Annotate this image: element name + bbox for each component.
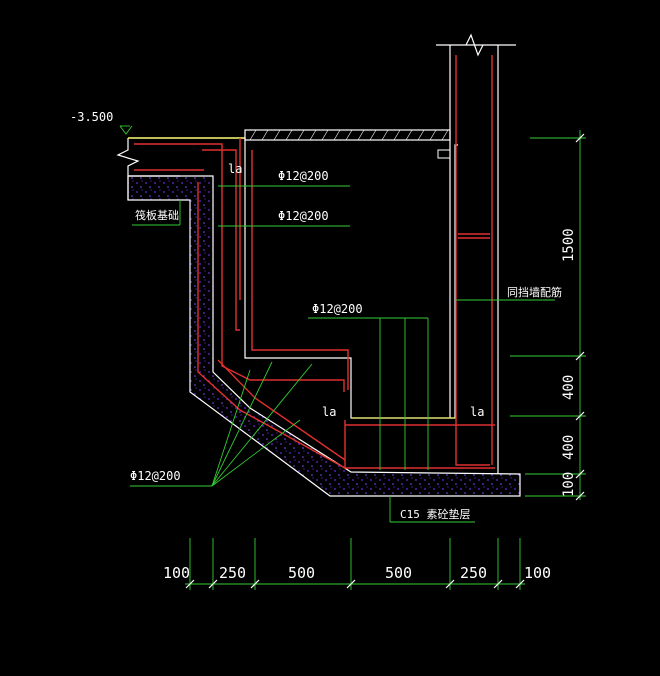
concrete-section xyxy=(127,175,521,497)
vdim-400-a: 400 xyxy=(561,375,577,400)
dimension-ticks xyxy=(185,133,585,589)
break-symbol-left xyxy=(116,138,140,176)
lap-label-bottom-right: la xyxy=(470,405,484,419)
hdim-100-left: 100 xyxy=(163,564,190,582)
rebar-label-1: Φ12@200 xyxy=(278,169,329,183)
pit-inner-outline xyxy=(244,138,458,419)
hdim-250-left: 250 xyxy=(219,564,246,582)
hdim-100-right: 100 xyxy=(524,564,551,582)
elevation-label: -3.500 xyxy=(70,110,113,124)
dimension-lines xyxy=(185,130,586,590)
rebar-label-3: Φ12@200 xyxy=(312,302,363,316)
cushion-label: C15 素砼垫层 xyxy=(400,507,471,521)
vdim-100: 100 xyxy=(561,472,577,497)
hdim-250-right: 250 xyxy=(460,564,487,582)
lap-label-top: la xyxy=(228,162,242,176)
raft-base-label: 筏板基础 xyxy=(135,208,179,222)
rebar-label-4: Φ12@200 xyxy=(130,469,181,483)
hdim-500-left: 500 xyxy=(288,564,315,582)
break-symbol-top xyxy=(465,33,484,57)
cover-support xyxy=(437,149,451,159)
vdim-400-b: 400 xyxy=(561,435,577,460)
leader-lines xyxy=(119,125,555,523)
pit-cover-slab xyxy=(244,129,451,141)
wall-reinf-label: 同挡墙配筋 xyxy=(507,285,562,299)
retaining-wall-outline xyxy=(449,45,499,474)
rebar-label-2: Φ12@200 xyxy=(278,209,329,223)
rebar-group xyxy=(134,55,495,469)
vdim-1500: 1500 xyxy=(561,228,577,262)
lap-label-bottom-left: la xyxy=(322,405,336,419)
hdim-500-right: 500 xyxy=(385,564,412,582)
cover-hatch xyxy=(249,129,449,141)
